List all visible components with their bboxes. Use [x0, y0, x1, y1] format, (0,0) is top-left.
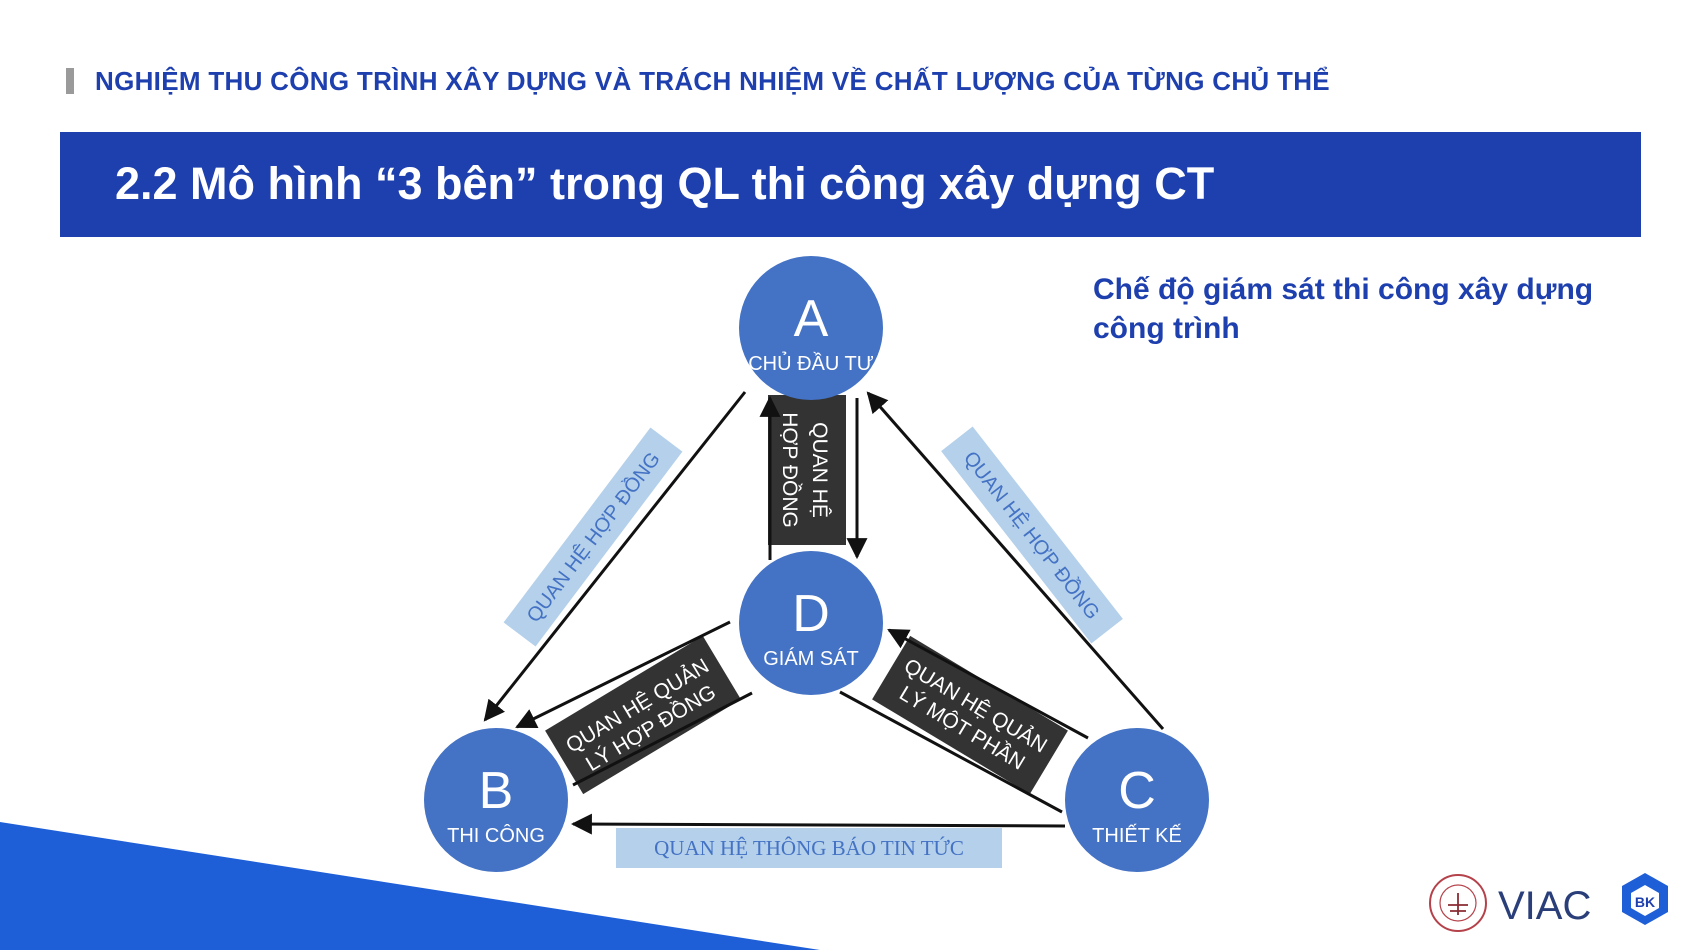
- arrow-c-to-d: [887, 628, 1089, 740]
- title-banner: 2.2 Mô hình “3 bên” trong QL thi công xâ…: [60, 132, 1641, 237]
- arrow-c-to-b: [570, 813, 1066, 835]
- seal-logo: [1429, 874, 1487, 932]
- node-c-label: THIẾT KẾ: [1092, 824, 1182, 847]
- edge-label-cb: QUAN HỆ THÔNG BÁO TIN TỨC: [616, 828, 1002, 868]
- section-heading: NGHIỆM THU CÔNG TRÌNH XÂY DỰNG VÀ TRÁCH …: [95, 66, 1330, 96]
- edge-label-cb-text: QUAN HỆ THÔNG BÁO TIN TỨC: [654, 836, 964, 860]
- node-a: A CHỦ ĐẦU TƯ: [739, 256, 883, 400]
- slide-title: 2.2 Mô hình “3 bên” trong QL thi công xâ…: [115, 158, 1215, 209]
- edge-label-ad-line2: HỢP ĐỒNG: [778, 412, 802, 528]
- node-a-letter: A: [794, 290, 829, 348]
- arrow-c-to-a: [866, 391, 1165, 730]
- node-c: C THIẾT KẾ: [1065, 728, 1209, 872]
- bk-logo: BK: [1622, 873, 1668, 925]
- edge-label-ad-line1: QUAN HỆ: [808, 422, 831, 518]
- edge-label-ad: QUAN HỆ HỢP ĐỒNG: [768, 395, 846, 545]
- heading-accent-bar: [66, 68, 74, 94]
- node-b-letter: B: [479, 762, 514, 820]
- edge-label-ac: QUAN HỆ HỢP ĐỒNG: [941, 426, 1123, 644]
- node-d-letter: D: [792, 585, 830, 643]
- node-d-label: GIÁM SÁT: [763, 647, 859, 670]
- bk-logo-text: BK: [1635, 894, 1655, 910]
- partner-logos: VIAC BK: [1429, 873, 1668, 932]
- arrow-b-to-d: [572, 691, 753, 787]
- node-b-label: THI CÔNG: [447, 824, 545, 847]
- node-b: B THI CÔNG: [424, 728, 568, 872]
- viac-logo: VIAC: [1498, 884, 1591, 928]
- side-note: Chế độ giám sát thi công xây dựng công t…: [1093, 273, 1594, 345]
- arrow-d-to-b: [515, 620, 731, 729]
- arrow-d-to-c: [839, 690, 1063, 814]
- edge-label-ab-text: QUAN HỆ HỢP ĐỒNG: [521, 447, 665, 627]
- arrow-a-to-b: [483, 391, 747, 722]
- node-d: D GIÁM SÁT: [739, 551, 883, 695]
- decorative-wedge: [0, 822, 820, 950]
- node-c-letter: C: [1118, 762, 1156, 820]
- node-a-label: CHỦ ĐẦU TƯ: [748, 351, 874, 375]
- edge-label-ab: QUAN HỆ HỢP ĐỒNG: [503, 427, 683, 647]
- edge-label-ac-text: QUAN HỆ HỢP ĐỒNG: [959, 446, 1105, 624]
- edge-label-dc: QUAN HỆ QUẢN LÝ MỘT PHẦN: [872, 635, 1068, 795]
